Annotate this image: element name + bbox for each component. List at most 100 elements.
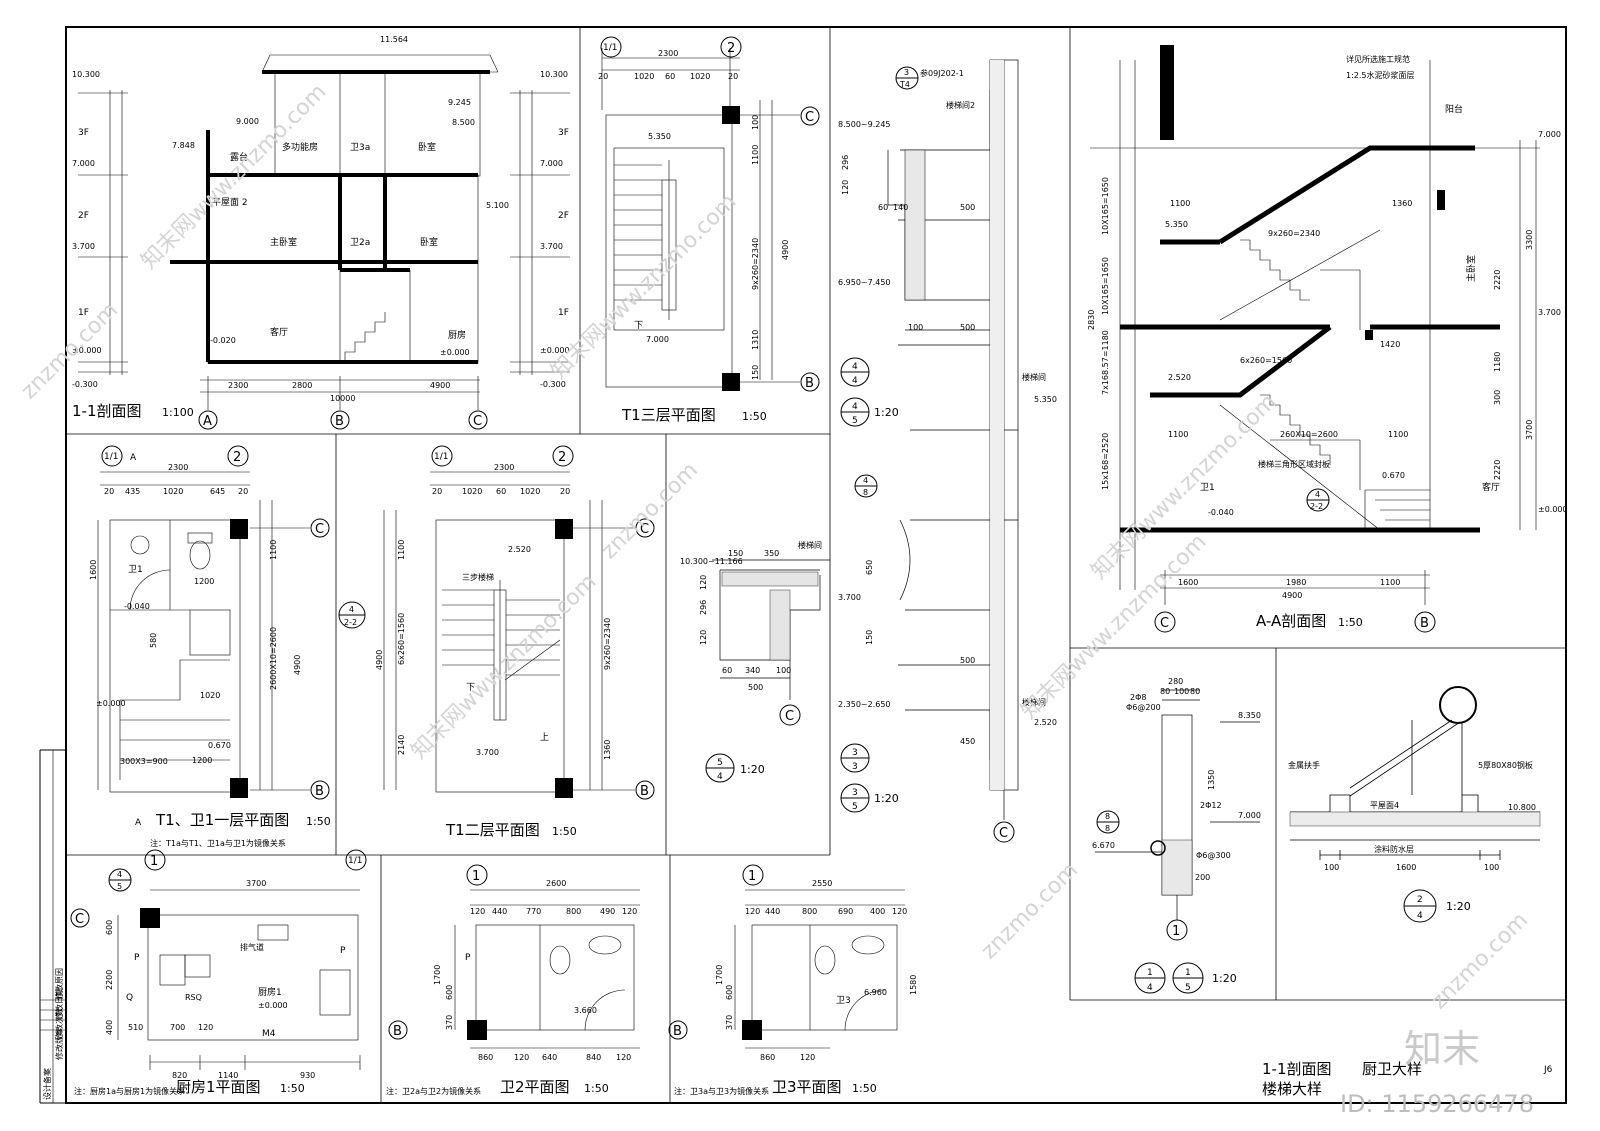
aa-lv-4: 2.520 (1168, 373, 1191, 382)
note-t1-1f: 注：T1a与T1、卫1a与卫1为镜像关系 (150, 838, 286, 848)
sheet-border (65, 26, 1567, 1104)
d14-lv-2: 7.000 (1238, 811, 1261, 820)
s11-room-5: 平屋面 2 (212, 197, 248, 208)
d14-lbl-4: Φ6@300 (1196, 851, 1231, 860)
aa-room-4: 客厅 (1482, 481, 1500, 493)
p1-dim-4: 645 (210, 487, 225, 496)
p3-dim-4: 1020 (690, 72, 710, 81)
wm-brand: 知末 (1404, 1027, 1480, 1071)
s11-mark-2: 9.000 (236, 117, 259, 126)
d44-ref-1: 3 (904, 68, 909, 77)
d44-b2-top: 4 (852, 402, 858, 412)
p2-dim-f: 4900 (375, 650, 384, 670)
wc3-s-1: 1700 (715, 965, 724, 985)
aa-side-8: 1180 (1493, 352, 1502, 372)
d44-lv-6: 2.520 (1034, 718, 1057, 727)
kit-room: 厨房1 (258, 986, 282, 998)
d44-lv-3: 3.700 (838, 593, 861, 602)
note-kitchen: 注：厨房1a与厨房1为镜像关系 (74, 1086, 185, 1096)
plan-wc3: 1 B 2550 120 440 800 690 400 120 860 120… (668, 864, 918, 1096)
wc2-t-5: 490 (600, 907, 615, 916)
wc3-t-3: 800 (802, 907, 817, 916)
d54-dim-3: 120 (699, 575, 708, 590)
section-a-a: 详见所选施工规范 1:2.5水泥砂浆面层 阳台 主卧室 卫1 客厅 7.000 … (1087, 45, 1568, 633)
d44-lv-2: 6.950~7.450 (838, 278, 891, 287)
aa-ref-bot: 2-2 (1310, 502, 1323, 511)
plan-t1-1f: 1/1 2 C B A A 2300 20 435 1020 645 20 卫1… (89, 445, 331, 848)
s11-span-total: 10000 (330, 394, 355, 403)
p2-dim-d: 9x260=2340 (603, 618, 612, 670)
p2-axis-c: C (640, 522, 649, 537)
wc2-b-1: 860 (478, 1053, 493, 1062)
plan-t1-2f: 1/1 2 C B 2300 20 1020 60 1020 20 2.520 … (338, 445, 655, 839)
kit-dim-2: 1140 (218, 1071, 238, 1080)
wc2-width: 2600 (546, 879, 566, 888)
d14-ref-bot: 8 (1105, 824, 1110, 833)
s11-lv-l-3: 3.700 (72, 242, 95, 251)
kit-level: ±0.000 (258, 1001, 288, 1010)
aa-side-11: 2220 (1493, 460, 1502, 480)
kit-axis-c: C (75, 912, 84, 927)
p1-dim-2: 435 (125, 487, 140, 496)
s11-floor-1r: 1F (558, 308, 569, 318)
s11-mark-5: 7.848 (172, 141, 195, 150)
kit-dim-1: 820 (172, 1071, 187, 1080)
aa-side-2: 10X165=1650 (1101, 257, 1110, 315)
plan-t1-3f: 1/1 2 C B 2300 20 1020 60 1020 20 5.350 … (598, 36, 820, 424)
d44-dim-4: 140 (893, 203, 908, 212)
s11-room-8: 卧室 (420, 236, 438, 248)
d14-dim-4: 80 (1190, 687, 1200, 696)
d14-b1-top: 1 (1147, 968, 1153, 978)
p2-dim-3: 60 (496, 487, 506, 496)
p2-dim-4: 1020 (520, 487, 540, 496)
title-wc2: 卫2平面图 (500, 1078, 570, 1096)
p1-dim-5: 20 (238, 487, 248, 496)
d44-ref-2: T4 (899, 80, 910, 89)
title-section-1-1: 1-1剖面图 (72, 402, 142, 420)
p1-lv-1: -0.040 (124, 602, 150, 611)
p2-lbl-3: 上 (540, 732, 549, 743)
s11-mark-1: 11.564 (380, 35, 408, 44)
kit-dim-8: 700 (170, 1023, 185, 1032)
p3-side-3: 1310 (751, 330, 760, 350)
d54-dim-4: 296 (699, 600, 708, 615)
p3-axis-b: B (805, 376, 814, 391)
wm-id: ID: 1159266478 (1340, 1090, 1534, 1118)
aa-dim-9: 4900 (1282, 591, 1302, 600)
p3-side-4: 150 (751, 365, 760, 380)
d54-b-bot: 4 (717, 772, 723, 782)
revision-strip: 设计备案 修改版本 修改次数 修改日期 修改原因 (40, 750, 66, 1103)
aa-dim-1: 1100 (1170, 199, 1190, 208)
wc3-level: 6.960 (864, 988, 887, 997)
d44-lv-1: 8.500~9.245 (838, 120, 891, 129)
scale-t1-2f: 1:50 (552, 825, 577, 838)
d44-b2-bot: 5 (852, 416, 858, 426)
wc3-t-6: 120 (892, 907, 907, 916)
section-1-1: 10.300 7.000 3.700 ±0.000 -0.300 10.300 … (72, 35, 570, 430)
kit-axis-2: 1/1 (348, 856, 362, 866)
p3-side-1: 1100 (751, 145, 760, 165)
d44-b1-top: 4 (852, 362, 858, 372)
d54-label: 楼梯间 (798, 540, 822, 550)
d44-dim-1: 500 (960, 203, 975, 212)
s11-floor-3: 3F (78, 128, 89, 138)
wc3-s-2: 600 (725, 985, 734, 1000)
aa-note-2: 1:2.5水泥砂浆面层 (1346, 70, 1415, 80)
d44-dim-7: 296 (841, 155, 850, 170)
rev-4: 修改日期 (54, 988, 64, 1020)
p2-dim-c: 2140 (397, 735, 406, 755)
p1-axis-2: 2 (233, 450, 241, 465)
d54-dim-1: 150 (728, 549, 743, 558)
d54-dim-5: 120 (699, 630, 708, 645)
rev-5: 修改原因 (54, 968, 64, 1000)
s11-lv-r-4: ±0.000 (540, 346, 570, 355)
s11-floor-3r: 3F (558, 128, 569, 138)
scale-wc2: 1:50 (584, 1082, 609, 1095)
p2-ref-top: 4 (349, 605, 354, 614)
tb-sheet: J6 (1543, 1065, 1553, 1075)
aa-lv-7: ±0.000 (1538, 505, 1568, 514)
aa-note-1: 详见所选施工规范 (1346, 54, 1410, 64)
aa-side-1: 10X165=1650 (1101, 177, 1110, 235)
d54-axis: C (785, 709, 794, 724)
p2-dim-5: 20 (560, 487, 570, 496)
